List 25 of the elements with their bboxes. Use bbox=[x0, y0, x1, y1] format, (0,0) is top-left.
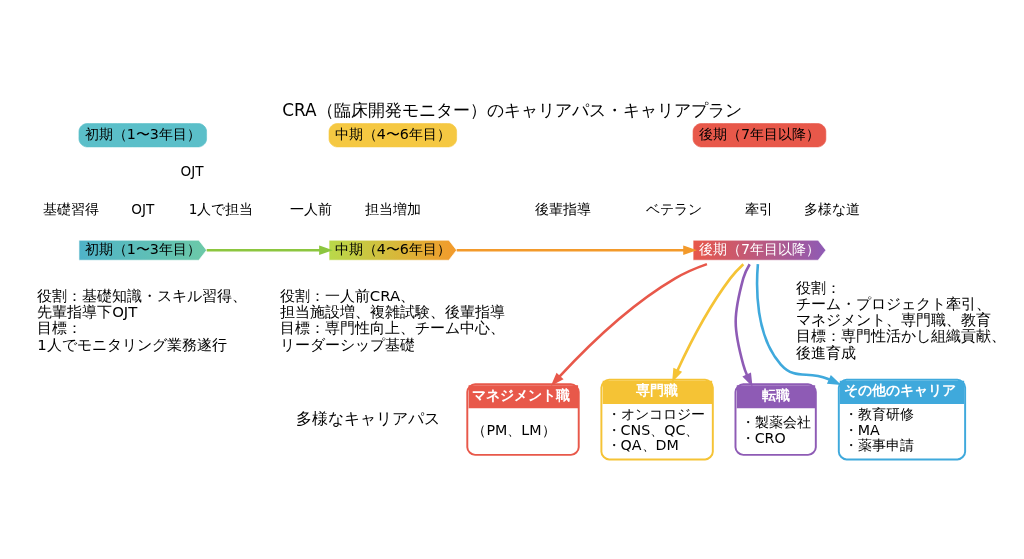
label: OJT bbox=[131, 200, 155, 217]
node-label: 目標：専門性向上、チーム中心、リーダーシップ基礎 bbox=[279, 318, 505, 354]
arrow bbox=[672, 262, 745, 382]
arrow bbox=[206, 244, 333, 255]
label: OJT bbox=[180, 162, 204, 179]
node-label: 役割：一人前CRA、担当施設増、複雑試験、後輩指導 bbox=[279, 286, 505, 321]
arrow bbox=[755, 263, 842, 385]
label: ベテラン bbox=[645, 200, 702, 217]
label: 牽引 bbox=[745, 200, 774, 217]
node-label: 役割：チーム・プロジェクト牽引、マネジメント、専門職、教育 bbox=[796, 278, 992, 329]
arrow bbox=[734, 263, 753, 387]
label: 基礎習得 bbox=[43, 200, 100, 217]
arrow bbox=[550, 262, 708, 386]
node-box: 中期（4〜6年目） bbox=[328, 122, 457, 147]
label: 1人で担当 bbox=[188, 200, 254, 217]
label: 多様なキャリアパス bbox=[296, 409, 441, 428]
node-box: 後期（7年目以降） bbox=[692, 122, 827, 147]
label: 担当増加 bbox=[364, 200, 421, 217]
label: 多様な道 bbox=[804, 200, 861, 217]
node-box: 初期（1〜3年目） bbox=[78, 122, 207, 147]
node-label: 役割：基礎知識・スキル習得、先輩指導下OJT bbox=[37, 286, 248, 321]
diagram-title: CRA（臨床開発モニター）のキャリアパス・キャリアプラン bbox=[282, 99, 742, 120]
label: 後輩指導 bbox=[535, 200, 592, 217]
label: 一人前 bbox=[289, 200, 332, 217]
arrow bbox=[456, 244, 697, 255]
